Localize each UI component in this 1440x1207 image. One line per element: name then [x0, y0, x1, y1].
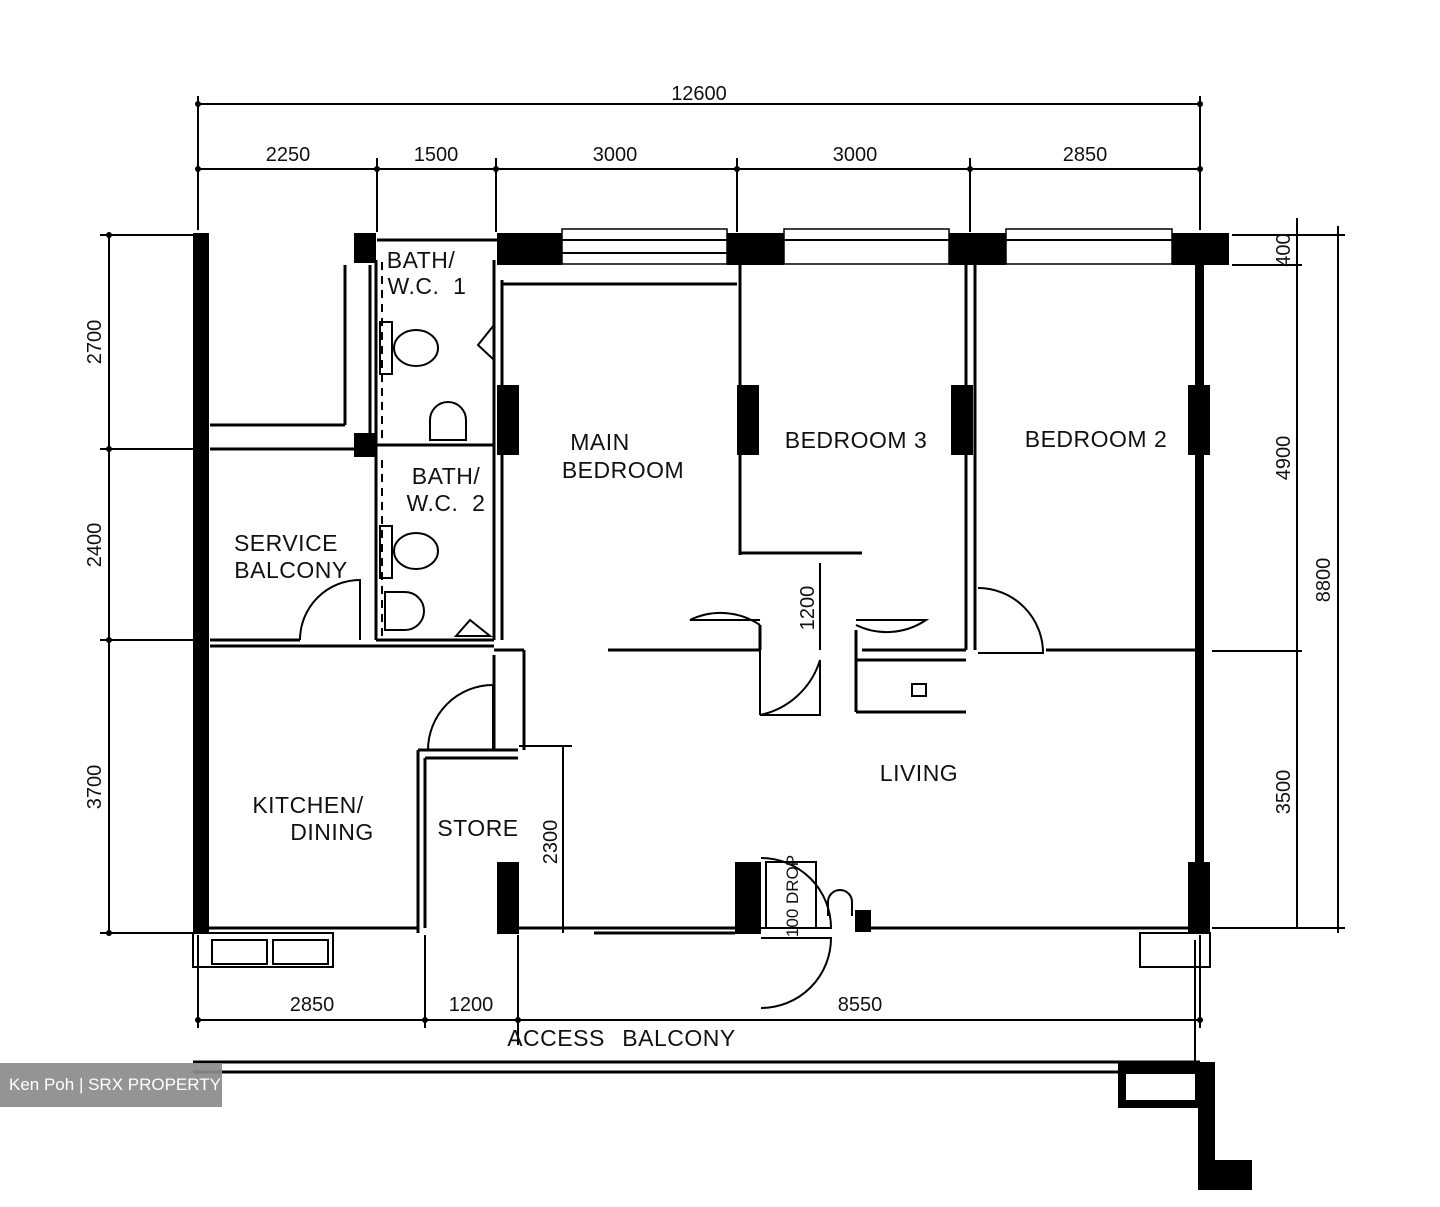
windows — [192, 228, 1211, 968]
dim-right-1: 400 — [1273, 233, 1295, 266]
dim-store-height: 2300 — [540, 820, 562, 865]
label-bath2-line1: BATH/ — [412, 463, 481, 489]
dim-corridor: 1200 — [797, 586, 819, 631]
label-store: STORE — [437, 815, 518, 841]
dim-overall-depth: 8800 — [1313, 558, 1335, 603]
label-bedroom-3: BEDROOM 3 — [785, 427, 928, 453]
walls — [193, 233, 1229, 934]
label-service-balcony-line1: SERVICE — [234, 530, 338, 556]
access-balcony-structure — [193, 940, 1252, 1190]
label-access: ACCESS — [507, 1025, 605, 1051]
dim-right-3: 3500 — [1273, 770, 1295, 815]
dim-left-3: 3700 — [84, 765, 106, 810]
dimension-lines — [100, 96, 1345, 1045]
dim-top-3: 3000 — [593, 144, 638, 166]
dim-bottom-2: 1200 — [449, 994, 494, 1016]
dim-left-1: 2700 — [84, 320, 106, 365]
label-kitchen-line2: DINING — [290, 819, 374, 845]
room-labels: BATH/ W.C. 1 BATH/ W.C. 2 MAIN BEDROOM B… — [234, 247, 1167, 1051]
label-main-bedroom-line2: BEDROOM — [562, 457, 684, 483]
dimension-labels: 12600 2250 1500 3000 3000 2850 2700 2400… — [84, 83, 1335, 1016]
label-bath1-line2: W.C. 1 — [388, 273, 467, 299]
label-kitchen-line1: KITCHEN/ — [252, 792, 363, 818]
dim-bottom-1: 2850 — [290, 994, 335, 1016]
dim-drop: 100 DROP — [783, 855, 802, 937]
dim-top-4: 3000 — [833, 144, 878, 166]
label-bedroom-2: BEDROOM 2 — [1025, 426, 1168, 452]
dim-bottom-3: 8550 — [838, 994, 883, 1016]
dim-overall-width: 12600 — [671, 83, 727, 105]
label-bath2-line2: W.C. 2 — [407, 490, 486, 516]
dim-left-2: 2400 — [84, 523, 106, 568]
label-balcony: BALCONY — [622, 1025, 735, 1051]
label-bath1-line1: BATH/ — [387, 247, 456, 273]
label-service-balcony-line2: BALCONY — [234, 557, 347, 583]
dim-top-2: 1500 — [414, 144, 459, 166]
door-swings — [299, 578, 1045, 1009]
fixtures — [379, 262, 927, 916]
watermark: Ken Poh | SRX PROPERTY — [0, 1063, 222, 1107]
label-living: LIVING — [880, 760, 958, 786]
label-main-bedroom-line1: MAIN — [570, 429, 630, 455]
dim-top-1: 2250 — [266, 144, 311, 166]
dim-right-2: 4900 — [1273, 436, 1295, 481]
dim-top-5: 2850 — [1063, 144, 1108, 166]
